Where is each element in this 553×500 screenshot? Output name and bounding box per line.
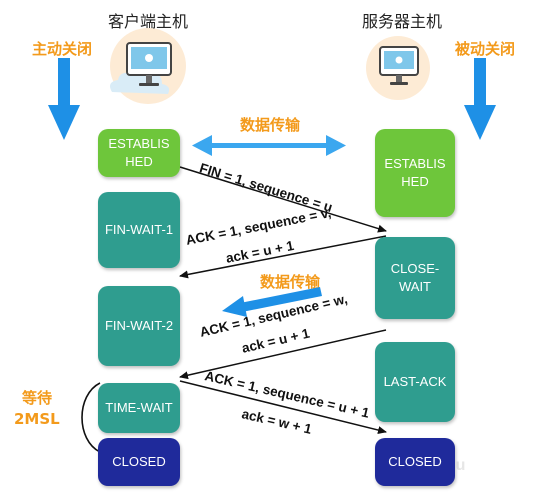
- client-state-time-wait: TIME-WAIT: [98, 383, 180, 433]
- server-state-last-ack: LAST-ACK: [375, 342, 455, 422]
- client-host-title: 客户端主机: [108, 12, 189, 31]
- active-close-label: 主动关闭: [32, 40, 93, 58]
- ack2-arrow: [179, 380, 387, 434]
- fin1-arrow: [179, 166, 387, 233]
- client-state-established: ESTABLIS HED: [98, 129, 180, 177]
- data-transfer-top-label: 数据传输: [240, 116, 301, 134]
- client-down-arrow: [48, 58, 80, 140]
- client-state-closed: CLOSED: [98, 438, 180, 486]
- ack1-arrow: [179, 235, 387, 279]
- client-computer-icon: [110, 28, 186, 104]
- data-transfer-mid-label: 数据传输: [260, 273, 321, 291]
- wait-2msl-label-line2: 2MSL: [14, 410, 60, 428]
- fin2-arrow: [179, 329, 387, 380]
- server-state-closed: CLOSED: [375, 438, 455, 486]
- server-computer-icon: [366, 36, 430, 100]
- server-state-close-wait: CLOSE- WAIT: [375, 237, 455, 319]
- wait-2msl-bracket: [81, 382, 101, 453]
- server-host-title: 服务器主机: [362, 12, 443, 31]
- wait-2msl-label-line1: 等待: [22, 389, 53, 407]
- data-transfer-left-arrow: [222, 287, 322, 317]
- data-transfer-double-arrow: [192, 135, 346, 156]
- passive-close-label: 被动关闭: [455, 40, 516, 58]
- client-state-fin-wait-1: FIN-WAIT-1: [98, 192, 180, 268]
- server-state-established: ESTABLIS HED: [375, 129, 455, 217]
- client-state-fin-wait-2: FIN-WAIT-2: [98, 286, 180, 366]
- server-down-arrow: [464, 58, 496, 140]
